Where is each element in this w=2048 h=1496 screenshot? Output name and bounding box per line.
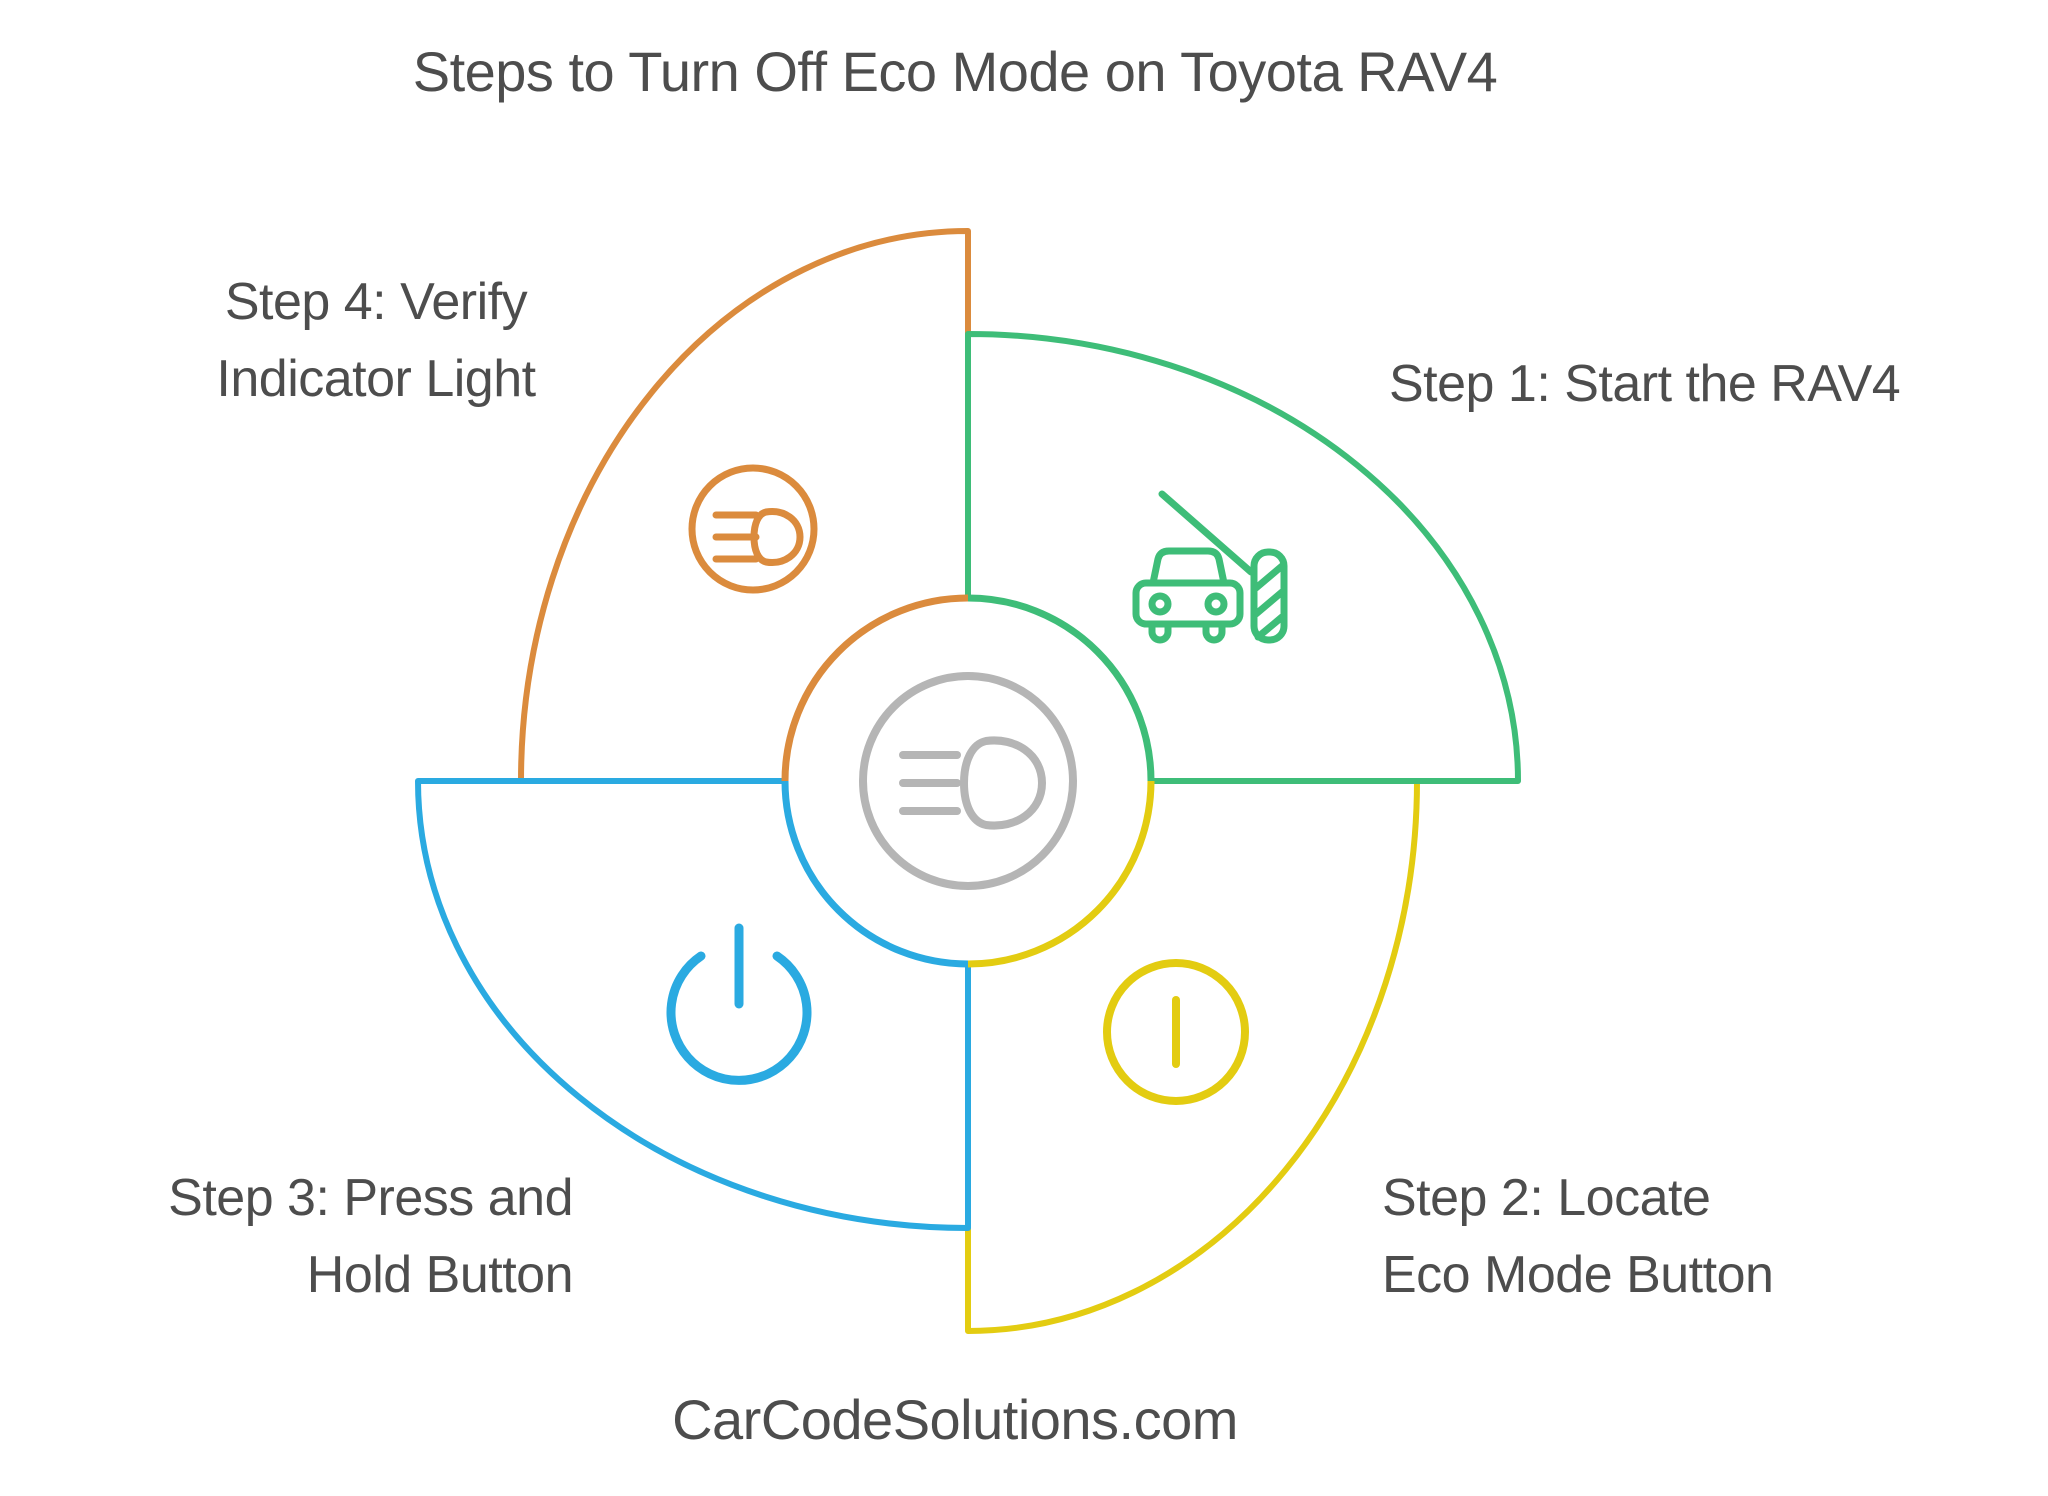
- step-4-label-line2: Indicator Light: [216, 350, 536, 408]
- step-4-label-line1: Step 4: Verify: [224, 273, 528, 331]
- page-title: Steps to Turn Off Eco Mode on Toyota RAV…: [412, 40, 1498, 103]
- headlight-icon: [688, 464, 818, 594]
- gate-post-stripe-2: [1252, 588, 1286, 618]
- hub-ring-step3-arc: [781, 780, 969, 968]
- step-2-label-line1: Step 2: Locate: [1382, 1169, 1711, 1227]
- footer-website: CarCodeSolutions.com: [672, 1388, 1238, 1451]
- step-2-label: Step 2: Locate Eco Mode Button: [1382, 1160, 1774, 1314]
- car-at-gate-icon: [1132, 490, 1288, 644]
- step-2-label-line2: Eco Mode Button: [1382, 1246, 1774, 1304]
- center-circle: [859, 672, 1077, 890]
- step-1-label-line1: Step 1: Start the RAV4: [1389, 355, 1901, 413]
- on-button-icon: [1103, 959, 1249, 1105]
- gate-arm: [1158, 490, 1255, 576]
- step-4-label: Step 4: Verify Indicator Light: [216, 264, 536, 418]
- hub-ring: [781, 594, 1155, 968]
- car-roof: [1149, 547, 1228, 587]
- gate-post-stripe-1: [1252, 562, 1286, 592]
- gate-post-stripe-3: [1254, 613, 1286, 641]
- power-icon: [666, 923, 812, 1085]
- step-3-label-line1: Step 3: Press and: [168, 1169, 573, 1227]
- step-1-label: Step 1: Start the RAV4: [1389, 346, 1901, 423]
- hub-ring-step2-arc: [967, 780, 1155, 968]
- car-body: [1132, 579, 1244, 628]
- hub-ring-step4-arc: [781, 594, 969, 782]
- car-wheel-right: [1202, 622, 1226, 644]
- car-headlight-left: [1148, 592, 1172, 616]
- gate-post: [1250, 548, 1288, 644]
- step-3-label-line2: Hold Button: [306, 1246, 574, 1304]
- hub-ring-step1-arc: [967, 594, 1155, 782]
- center-headlight-icon: [859, 672, 1077, 890]
- step-3-label: Step 3: Press and Hold Button: [168, 1160, 573, 1314]
- car-wheel-left: [1148, 622, 1172, 644]
- car-headlight-right: [1204, 592, 1228, 616]
